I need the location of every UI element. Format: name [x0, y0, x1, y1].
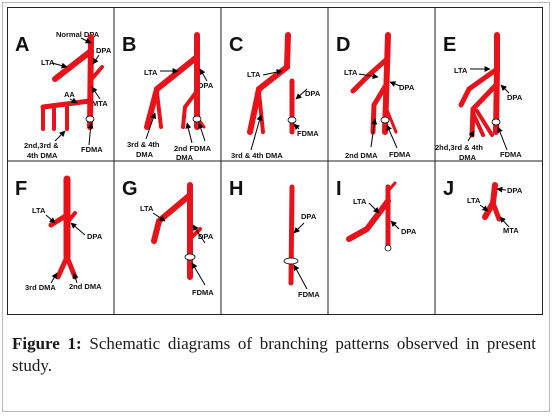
panel-b: B LTA DPA 3rd & 4th DMA 2nd FDMA DMA — [122, 32, 214, 162]
label-aa: AA — [64, 90, 75, 99]
label-lta: LTA — [32, 206, 46, 215]
panel-letter: J — [443, 178, 454, 200]
label-lta: LTA — [144, 68, 158, 77]
label-fdma: FDMA — [192, 288, 214, 297]
label-dpa: DPA — [507, 93, 523, 102]
vessel-tree — [48, 175, 78, 280]
label-dma-line1: 2nd,3rd & — [24, 141, 59, 150]
label-dma2: 2nd DMA — [69, 282, 102, 291]
panel-letter: D — [336, 34, 350, 56]
label-dma-fdma: 2nd FDMA — [174, 144, 212, 153]
diagram-grid: A Normal DPA LTA DPA MTA AA 2nd,3rd & 4t… — [7, 7, 543, 315]
panel-letter: E — [443, 34, 456, 56]
label-lta: LTA — [41, 58, 55, 67]
label-fdma: FDMA — [389, 150, 411, 159]
label-dpa: DPA — [399, 83, 415, 92]
label-fdma: FDMA — [298, 290, 320, 299]
label-mta: MTA — [503, 226, 519, 235]
panel-i: I LTA DPA — [336, 178, 417, 252]
label-lta: LTA — [247, 70, 261, 79]
label-dpa: DPA — [87, 232, 103, 241]
vessel-tree — [482, 182, 502, 222]
label-dpa: DPA — [507, 186, 523, 195]
label-dpa: DPA — [96, 46, 112, 55]
panel-h: H DPA FDMA — [229, 178, 320, 299]
vessel-tree — [458, 32, 500, 138]
figure-frame — [2, 2, 550, 412]
figure-caption: Figure 1: Schematic diagrams of branchin… — [12, 333, 536, 377]
label-dma-line2: DMA — [459, 153, 477, 162]
panel-f: F LTA DPA 3rd DMA 2nd DMA — [15, 175, 103, 292]
panel-g: G LTA DPA FDMA — [122, 178, 214, 297]
panel-letter: I — [336, 178, 342, 200]
panel-letter: G — [122, 178, 138, 200]
label-dma-line2: 4th DMA — [27, 151, 58, 160]
label-lta: LTA — [467, 196, 481, 205]
label-fdma: FDMA — [500, 150, 522, 159]
caption-text: Schematic diagrams of branching patterns… — [12, 334, 536, 375]
label-dma3: 3rd DMA — [25, 283, 56, 292]
vessel-tree — [40, 34, 104, 131]
label-dpa: DPA — [198, 81, 214, 90]
label-lta: LTA — [344, 68, 358, 77]
label-dma-line1: 3rd & 4th — [127, 140, 160, 149]
label-normal-dpa: Normal DPA — [56, 30, 100, 39]
label-lta: LTA — [454, 66, 468, 75]
caption-label: Figure 1: — [12, 334, 82, 353]
label-fdma: FDMA — [81, 145, 103, 154]
vessel-tree — [350, 32, 398, 135]
panel-a: A Normal DPA LTA DPA MTA AA 2nd,3rd & 4t… — [15, 30, 112, 160]
label-dma: 3rd & 4th DMA — [231, 151, 283, 160]
label-dma: 2nd DMA — [345, 151, 378, 160]
label-dpa: DPA — [301, 212, 317, 221]
label-dma: DMA — [176, 153, 194, 162]
panel-e: E LTA DPA 2hd,3rd & 4th DMA FDMA — [435, 32, 523, 162]
vessel-tree — [288, 184, 295, 286]
panel-c: C LTA DPA FDMA 3rd & 4th DMA — [229, 32, 321, 160]
label-dpa: DPA — [198, 232, 214, 241]
label-mta: MTA — [92, 99, 108, 108]
label-dma-line1: 2hd,3rd & 4th — [435, 143, 483, 152]
vessel-tree — [247, 32, 295, 135]
label-lta: LTA — [353, 197, 367, 206]
label-dpa: DPA — [401, 227, 417, 236]
label-lta: LTA — [140, 204, 154, 213]
vessel-tree — [144, 32, 206, 130]
panel-letter: H — [229, 178, 243, 200]
panel-j: J DPA LTA MTA — [443, 178, 523, 235]
panel-d: D LTA DPA 2nd DMA FDMA — [336, 32, 415, 160]
label-dma-line2: DMA — [136, 150, 154, 159]
panel-letter: F — [15, 178, 27, 200]
label-dpa: DPA — [305, 89, 321, 98]
vessel-tree — [346, 181, 397, 250]
panel-letter: B — [122, 34, 136, 56]
panel-letter: C — [229, 34, 243, 56]
panel-letter: A — [15, 34, 29, 56]
label-fdma: FDMA — [297, 129, 319, 138]
